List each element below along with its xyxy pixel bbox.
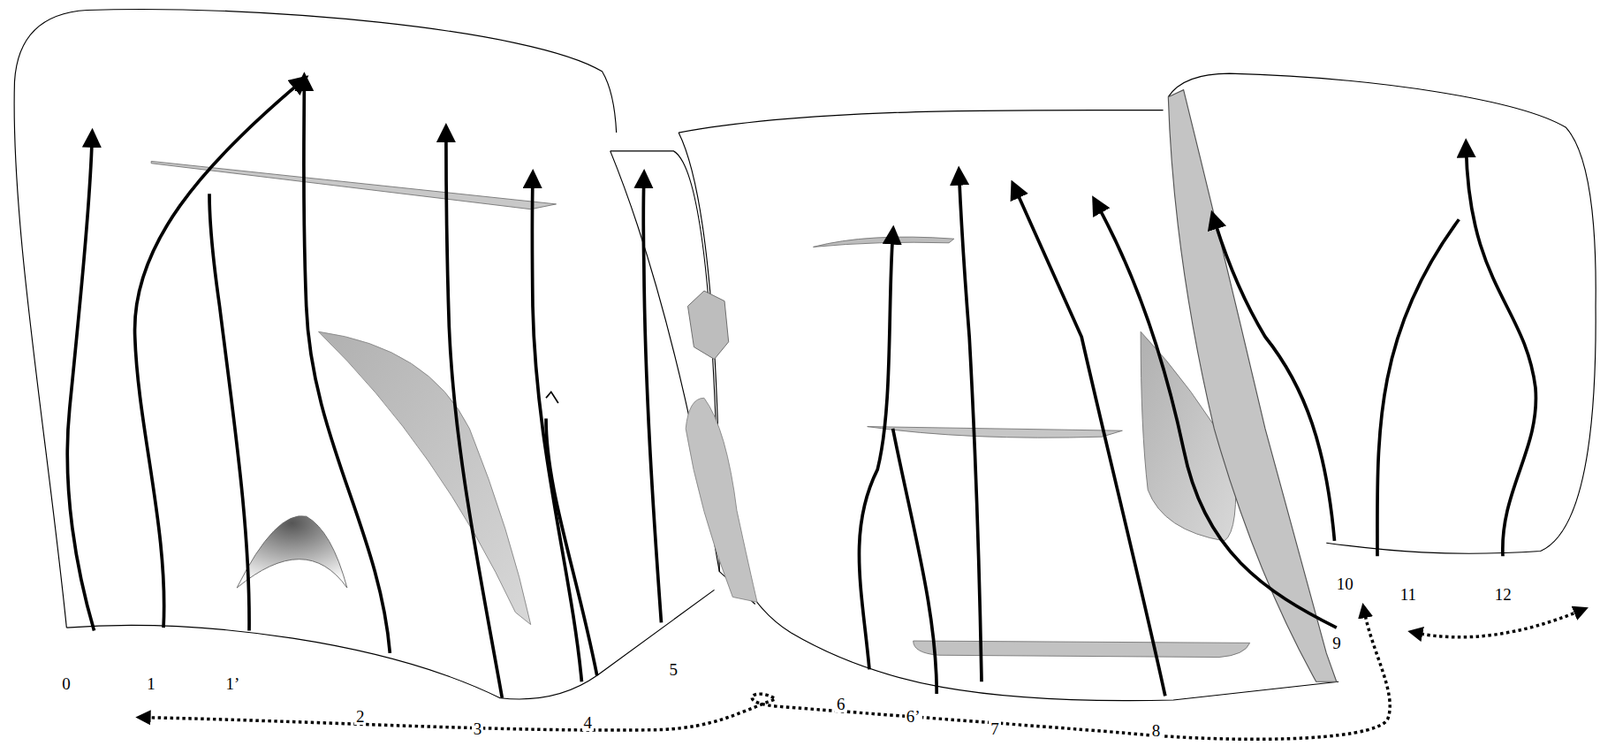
route-number: 11 — [1398, 585, 1419, 603]
drawn-stroke — [531, 178, 582, 682]
route-number: 0 — [60, 674, 73, 692]
route-number: 6 — [834, 695, 848, 713]
drawn-stroke — [687, 290, 728, 359]
drawn-stroke — [867, 426, 1123, 439]
route-number: 12 — [1493, 585, 1514, 603]
drawn-stroke — [446, 132, 503, 698]
drawn-stroke — [143, 609, 1390, 739]
route-lines — [67, 81, 1536, 698]
drawn-stroke — [236, 515, 348, 588]
route-number: 9 — [1330, 634, 1343, 652]
route-number: 3 — [471, 720, 485, 737]
drawn-stroke — [318, 331, 531, 624]
route-number: 8 — [1150, 721, 1163, 739]
drawn-stroke — [643, 178, 661, 622]
drawn-stroke — [893, 428, 938, 694]
drawn-stroke — [1415, 609, 1582, 637]
drawn-stroke — [858, 235, 893, 670]
route-number: 2 — [354, 707, 367, 725]
drawn-stroke — [1213, 219, 1335, 541]
route-number: 1’ — [223, 674, 242, 692]
drawn-stroke — [14, 8, 617, 628]
drawn-stroke — [1096, 204, 1336, 628]
drawn-stroke — [545, 417, 598, 675]
route-number: 10 — [1334, 575, 1356, 592]
drawn-stroke — [685, 397, 758, 602]
route-number: 6’ — [904, 707, 923, 725]
drawn-stroke — [678, 110, 1163, 134]
drawn-stroke — [209, 193, 250, 630]
drawn-stroke — [1465, 147, 1536, 556]
rock-outlines — [14, 8, 1596, 700]
route-number: 1 — [144, 674, 158, 692]
drawn-stroke — [1015, 189, 1166, 697]
route-number: 7 — [988, 720, 1001, 737]
drawn-stroke — [135, 81, 302, 628]
route-number: 4 — [582, 713, 595, 731]
drawn-stroke — [959, 175, 982, 683]
drawn-stroke — [913, 640, 1251, 657]
drawn-stroke — [813, 236, 955, 247]
route-number: 5 — [667, 660, 681, 678]
drawn-stroke — [303, 81, 391, 653]
grey-features — [151, 90, 1337, 683]
drawn-stroke — [67, 137, 94, 631]
drawn-stroke — [1377, 219, 1459, 556]
drawn-stroke — [1167, 90, 1337, 683]
approach-path — [143, 609, 1582, 739]
belay-mark — [545, 391, 559, 403]
